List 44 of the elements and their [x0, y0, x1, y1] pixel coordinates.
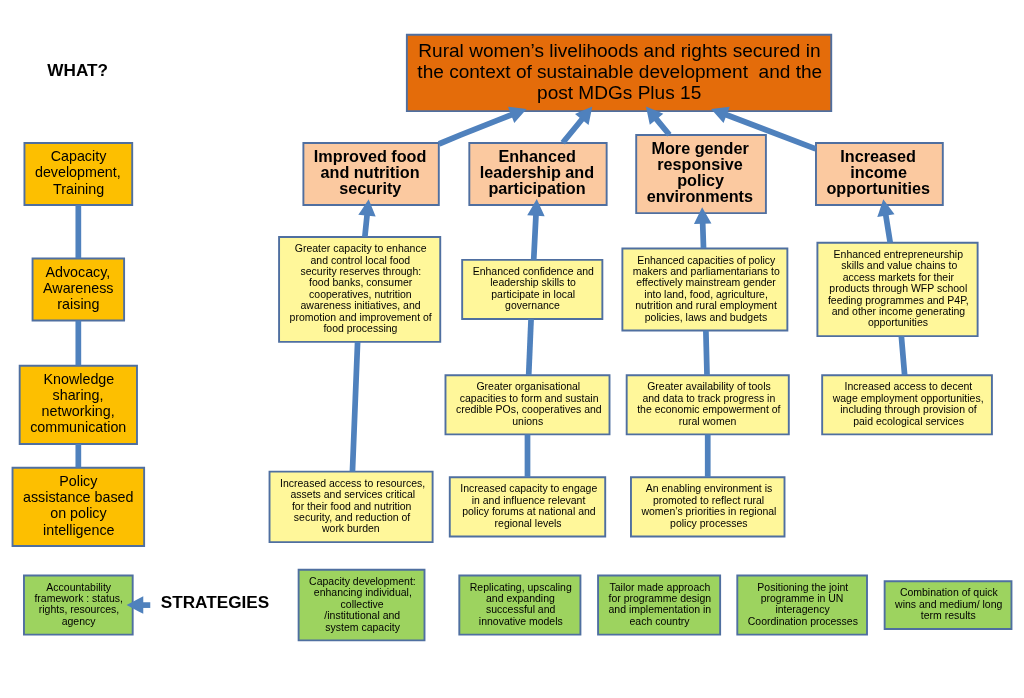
node-box: Accountability framework : status, rights, resources, agency [23, 574, 134, 636]
node-box: Increased capacity to engage in and influence relevant policy forums at national and regional levels [448, 475, 607, 537]
connector [75, 320, 82, 365]
arrow [527, 198, 545, 260]
node-box: Knowledge sharing, networking, communication [18, 364, 138, 445]
label: WHAT? [47, 59, 109, 80]
node-box: Replicating, upscaling and expanding successful and innovative models [458, 574, 582, 636]
arrow [711, 106, 817, 151]
node-box: Combination of quick wins and medium/ long term results [883, 579, 1013, 630]
arrow [877, 198, 895, 243]
connector [524, 434, 531, 477]
node-box: Increased access to decent wage employment opportunities, including through provision of paid ecological services [821, 373, 993, 435]
node-box: Increased income opportunities [815, 141, 944, 206]
connector [75, 443, 82, 467]
connector [704, 434, 711, 477]
node-box: Rural women’s livelihoods and rights secured in the context of sustainable development and the post MDGs Plus 15 [405, 33, 833, 112]
arrow [645, 105, 672, 137]
connector [75, 204, 82, 258]
node-text: STRATEGIES [160, 591, 270, 612]
node-box: Increased access to resources, assets and services critical for their food and nutrition security, and reduction of work burden [268, 470, 434, 543]
node-box: Enhanced capacities of policy makers and parliamentarians to effectively mainstream gender into land, food, agriculture, nutrition and rural employment policies, laws and budgets [621, 246, 789, 331]
arrow [560, 106, 593, 145]
node-box: Positioning the joint programme in UN interagency Coordination processes [736, 574, 868, 636]
connector [898, 335, 908, 375]
arrow [358, 198, 376, 237]
arrow [693, 206, 712, 248]
node-box: Capacity development: enhancing individual, collective /institutional and system capacity [297, 568, 426, 641]
node-box: Greater organisational capacities to form and sustain credible POs, cooperatives and unions [444, 373, 611, 435]
node-box: More gender responsive policy environments [635, 133, 767, 214]
node-box: Advocacy, Awareness raising [31, 257, 126, 321]
node-box: Policy assistance based on policy intelligence [11, 466, 146, 547]
node-box: Enhanced leadership and participation [468, 141, 608, 206]
node-box: Enhanced entrepreneurship skills and value chains to access markets for their products through WFP school feeding programmes and P4P, and other income generating opportunities [816, 241, 979, 337]
node-box: Improved food and nutrition security [302, 141, 440, 206]
node-box: Greater capacity to enhance and control local food security reserves through: food banks, consumer cooperatives, nutrition awareness initiatives, and promotion and improvement of food processing [278, 235, 442, 343]
connector [703, 330, 710, 375]
node-box: Greater availability of tools and data to track progress in the economic empowerment of rural women [625, 373, 790, 435]
arrow [437, 106, 527, 147]
connector [349, 341, 361, 472]
node-box: Tailor made approach for programme design and implementation in each country [597, 574, 722, 636]
node-box: Capacity development, Training [23, 141, 134, 206]
connector [525, 318, 534, 375]
node-box: An enabling environment is promoted to reflect rural women’s priorities in regional policy processes [630, 475, 786, 537]
node-box: Enhanced confidence and leadership skills to participate in local governance [461, 258, 604, 320]
